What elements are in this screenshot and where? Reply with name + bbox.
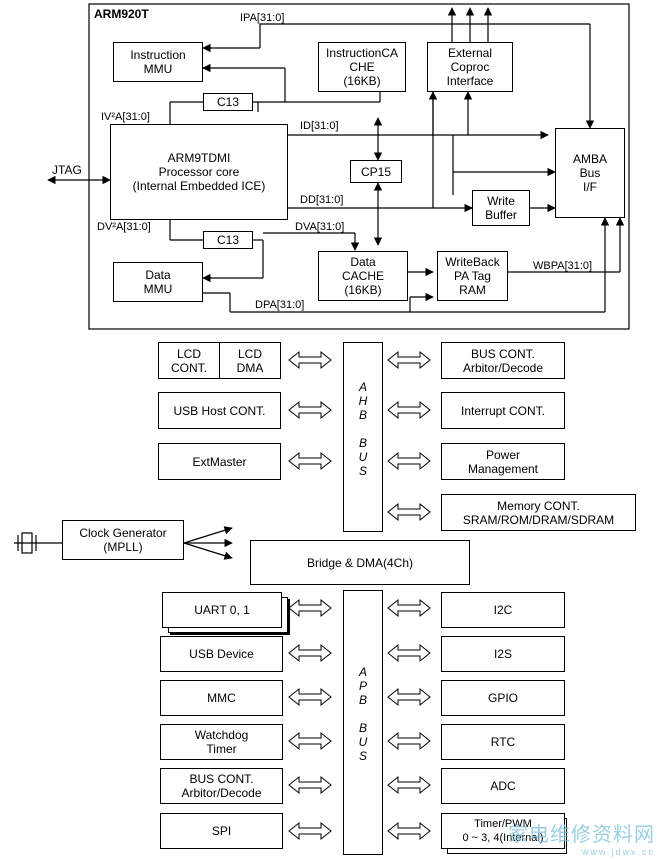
c13-register-bottom: C13	[203, 231, 253, 249]
i2s: I2S	[441, 636, 565, 672]
ahb-bus-controller: BUS CONT. Arbitor/Decode	[441, 342, 565, 379]
ahb-bus	[343, 342, 383, 532]
memory-controller: Memory CONT. SRAM/ROM/DRAM/SDRAM	[441, 494, 636, 531]
usb-host-controller: USB Host CONT.	[158, 392, 281, 429]
wbpa-signal-label: WBPA[31:0]	[533, 260, 593, 272]
uart-0-1: UART 0, 1	[162, 592, 282, 628]
power-management: Power Management	[441, 443, 565, 480]
arm920t-outline	[88, 3, 630, 330]
mmc: MMC	[160, 680, 283, 716]
site-watermark: 家电维修资料网 www.jdwx.cc	[508, 824, 655, 857]
gpio: GPIO	[441, 680, 565, 716]
lcd-controller: LCD CONT.	[158, 342, 220, 379]
id-signal-label: ID[31:0]	[300, 120, 339, 132]
i2c: I2C	[441, 592, 565, 628]
lcd-dma: LCD DMA	[219, 342, 281, 379]
dv2a-signal-label: DV²A[31:0]	[97, 221, 151, 233]
cp15-coprocessor: CP15	[350, 160, 402, 183]
data-mmu: Data MMU	[113, 262, 203, 302]
arm9tdmi-processor-core: ARM9TDMI Processor core (Internal Embedd…	[110, 124, 288, 220]
timer-pwm: Timer/PWM 0 ~ 3, 4(Internal)	[441, 813, 565, 849]
dva-signal-label: DVA[31:0]	[295, 221, 345, 233]
c13-register-top: C13	[203, 93, 253, 111]
crystal-icon	[14, 526, 233, 560]
iva-signal-label: IV²A[31:0]	[101, 111, 150, 123]
rtc: RTC	[441, 724, 565, 760]
watchdog-timer: Watchdog Timer	[160, 724, 283, 760]
bridge-dma: Bridge & DMA(4Ch)	[250, 540, 470, 585]
apb-bus	[343, 590, 383, 855]
data-cache: Data CACHE (16KB)	[318, 251, 408, 301]
instruction-cache: InstructionCA CHE (16KB)	[318, 42, 406, 92]
jtag-label: JTAG	[52, 163, 82, 177]
write-buffer: Write Buffer	[472, 190, 530, 226]
adc: ADC	[441, 768, 565, 804]
interrupt-controller: Interrupt CONT.	[441, 392, 565, 429]
external-coproc-interface: External Coproc Interface	[427, 42, 513, 92]
ext-master: ExtMaster	[158, 443, 281, 480]
arm920t-title: ARM920T	[94, 7, 149, 21]
instruction-mmu: Instruction MMU	[113, 42, 203, 82]
writeback-pa-tag-ram: WriteBack PA Tag RAM	[437, 251, 508, 301]
apb-bus-controller: BUS CONT. Arbitor/Decode	[160, 768, 283, 804]
dd-signal-label: DD[31:0]	[300, 194, 344, 206]
clock-generator: Clock Generator (MPLL)	[62, 520, 184, 560]
spi: SPI	[160, 813, 283, 849]
amba-bus-interface: AMBA Bus I/F	[555, 128, 625, 218]
dpa-signal-label: DPA[31:0]	[255, 299, 305, 311]
usb-device: USB Device	[160, 636, 283, 672]
ipa-signal-label: IPA[31:0]	[240, 12, 285, 24]
